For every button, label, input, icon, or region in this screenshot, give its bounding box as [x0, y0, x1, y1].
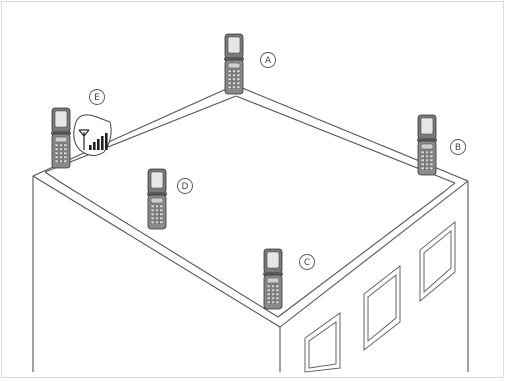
phone-b-icon [417, 115, 437, 175]
phone-e-label: E [94, 93, 100, 103]
window [305, 313, 340, 372]
window [424, 231, 451, 292]
signal-strength-icon [74, 115, 111, 156]
phone-c-label: C [304, 258, 310, 268]
building-right-wall-top [280, 181, 468, 327]
building-windows [305, 222, 455, 372]
window [368, 275, 396, 341]
phone-e-icon [51, 108, 71, 168]
callout-a: A [261, 53, 276, 68]
window [309, 322, 336, 368]
callout-d: D [178, 179, 193, 194]
callout-c: C [300, 255, 315, 270]
phone-d-label: D [182, 182, 189, 192]
phone-a-icon [224, 34, 244, 94]
callout-e: E [90, 90, 105, 105]
phone-d-icon [147, 169, 167, 229]
phone-b-label: B [455, 143, 461, 153]
phone-a-label: A [265, 56, 272, 66]
callout-b: B [451, 140, 466, 155]
window [364, 266, 400, 350]
window [420, 222, 455, 301]
phone-c-icon [263, 249, 283, 309]
